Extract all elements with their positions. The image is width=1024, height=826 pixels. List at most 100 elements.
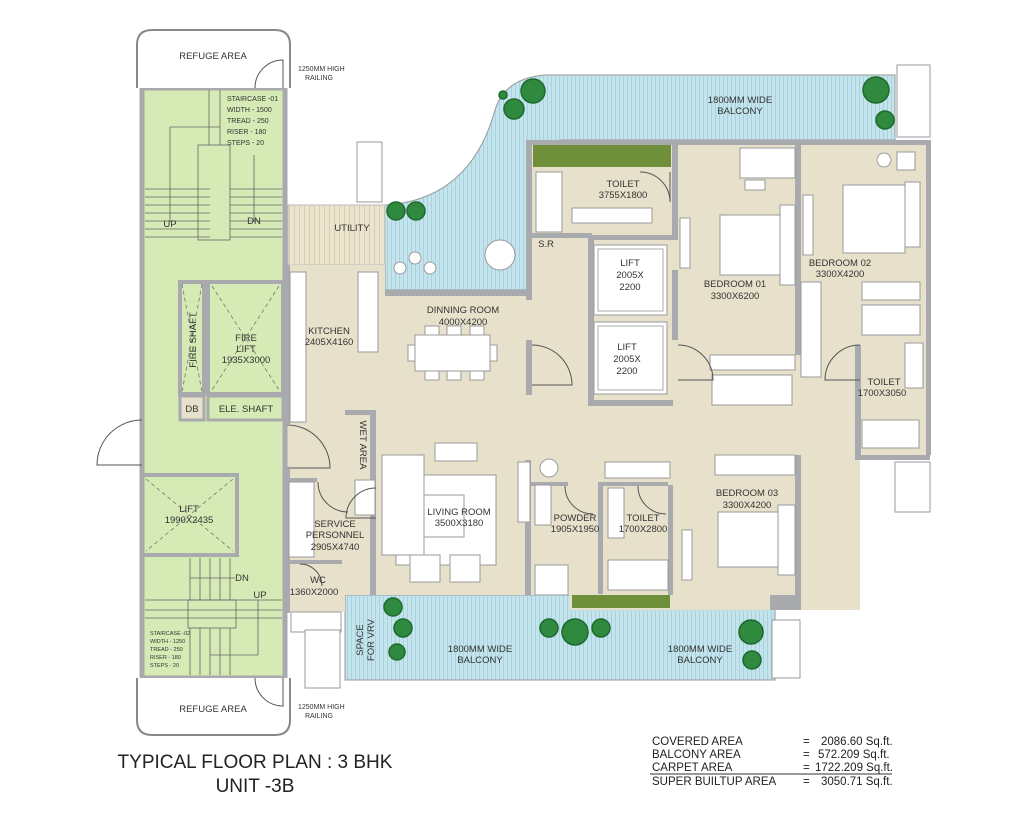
area-label-carpet: CARPET AREA: [652, 762, 733, 774]
lift-a-dim2: 2200: [619, 282, 640, 293]
staircase-01-treads: [145, 90, 282, 241]
bedroom-3-dim: 3300X4200: [723, 500, 772, 511]
area-eq: =: [803, 762, 810, 774]
staircase-02-treads: [145, 558, 282, 675]
bedroom-2-dim: 3300X4200: [816, 269, 865, 280]
service-label-2: PERSONNEL: [306, 530, 365, 541]
fire-lift: [206, 280, 285, 396]
railing-top-1: 1250MM HIGH: [298, 66, 345, 73]
lift-core-label-2: 1990X2435: [165, 515, 214, 526]
toilet-1-label: TOILET: [606, 179, 639, 190]
toilet-2-label: TOILET: [867, 377, 900, 388]
balcony-br-label-1: 1800MM WIDE: [668, 644, 732, 655]
svg-text:WIDTH - 1250: WIDTH - 1250: [150, 639, 185, 645]
toilet-2-dim: 1700X3050: [858, 388, 907, 399]
refuge-door-bottom[interactable]: [254, 677, 284, 707]
plan-title: TYPICAL FLOOR PLAN : 3 BHK: [118, 752, 393, 773]
svg-text:STEPS - 20: STEPS - 20: [227, 140, 264, 147]
living-label: LIVING ROOM: [427, 507, 490, 518]
area-table: COVERED AREA = 2086.60 Sq.ft. BALCONY AR…: [650, 736, 893, 788]
svg-text:TREAD - 250: TREAD - 250: [150, 647, 183, 653]
main-entry-door[interactable]: [286, 424, 331, 469]
area-value-carpet: 1722.209 Sq.ft.: [815, 762, 893, 774]
area-value-balcony: 572.209 Sq.ft.: [818, 749, 890, 761]
refuge-area-top: [136, 29, 291, 88]
refuge-area-top-label: REFUGE AREA: [179, 51, 247, 62]
svg-text:WIDTH - 1500: WIDTH - 1500: [227, 107, 272, 114]
area-eq: =: [803, 736, 810, 748]
utility-label: UTILITY: [334, 223, 370, 234]
plants: [383, 76, 895, 670]
kitchen-label: KITCHEN: [308, 326, 350, 337]
area-label-super: SUPER BUILTUP AREA: [652, 776, 777, 788]
stair-dn-label-2: DN: [235, 573, 249, 584]
toilet-3-label: TOILET: [626, 513, 659, 524]
balcony-bl-label-1: 1800MM WIDE: [448, 644, 512, 655]
utility-floor: [287, 204, 386, 266]
ele-shaft: [206, 394, 285, 422]
stair-dn-label: DN: [247, 216, 261, 227]
balcony-top-label-1: 1800MM WIDE: [708, 95, 772, 106]
planter-bottom: [572, 595, 670, 608]
living-dim: 3500X3180: [435, 518, 484, 529]
svg-text:TREAD - 250: TREAD - 250: [227, 118, 269, 125]
ele-shaft-label: ELE. SHAFT: [219, 404, 274, 415]
db-shaft: [178, 394, 206, 422]
wc-dim: 1360X2000: [290, 587, 339, 598]
dining-dim: 4000X4200: [439, 317, 488, 328]
bedroom-1-dim: 3300X6200: [711, 291, 760, 302]
railing-bottom-1: 1250MM HIGH: [298, 704, 345, 711]
staircase-02-specs: STAIRCASE -02 WIDTH - 1250 TREAD - 250 R…: [150, 631, 190, 669]
svg-text:RISER - 180: RISER - 180: [150, 655, 181, 661]
fire-shaft: [178, 280, 206, 396]
lift-a-dim1: 2005X: [616, 270, 644, 281]
railing-bottom-2: RAILING: [305, 713, 333, 720]
plan-subtitle: UNIT -3B: [216, 776, 295, 797]
area-value-covered: 2086.60 Sq.ft.: [821, 736, 893, 748]
railing-top-2: RAILING: [305, 75, 333, 82]
fire-lift-label-2: LIFT: [236, 344, 256, 355]
lift-core: [140, 473, 239, 557]
area-eq: =: [803, 749, 810, 761]
wc-label: WC: [310, 575, 326, 586]
lift-b-label: LIFT: [617, 342, 637, 353]
bedroom-1-label: BEDROOM 01: [704, 279, 766, 290]
planter-top: [533, 145, 671, 167]
balcony-br-label-2: BALCONY: [677, 655, 723, 666]
main-entry-door-left[interactable]: [96, 419, 143, 466]
db-label: DB: [185, 404, 198, 415]
wet-area-label: WET AREA: [357, 421, 368, 471]
lift-b-dim2: 2200: [616, 366, 637, 377]
powder-label: POWDER: [554, 513, 597, 524]
lift-a-label: LIFT: [620, 258, 640, 269]
dining-label: DINNING ROOM: [427, 305, 499, 316]
sr-label: S.R: [538, 239, 554, 250]
fire-lift-label-1: FIRE: [235, 333, 257, 344]
stair-up-label-2: UP: [253, 590, 266, 601]
toilet-3-dim: 1700X2800: [619, 524, 668, 535]
vrv-label-2: FOR VRV: [366, 618, 377, 661]
service-dim: 2905X4740: [311, 542, 360, 553]
lift-b-dim1: 2005X: [613, 354, 641, 365]
doors[interactable]: [299, 171, 861, 587]
balcony-bl-label-2: BALCONY: [457, 655, 503, 666]
toilet-1-dim: 3755X1800: [599, 190, 648, 201]
svg-text:STAIRCASE -02: STAIRCASE -02: [150, 631, 190, 637]
lift-core-label-1: LIFT: [179, 504, 199, 515]
furniture: [288, 64, 931, 689]
area-label-covered: COVERED AREA: [652, 736, 743, 748]
bedroom-3-label: BEDROOM 03: [716, 488, 778, 499]
balcony-top-label-2: BALCONY: [717, 106, 763, 117]
vrv-label-1: SPACE: [355, 624, 366, 656]
stair-up-label: UP: [163, 219, 176, 230]
svg-text:RISER - 180: RISER - 180: [227, 129, 266, 136]
refuge-door-top[interactable]: [254, 59, 284, 89]
bedroom-2-label: BEDROOM 02: [809, 258, 871, 269]
service-label-1: SERVICE: [314, 519, 356, 530]
svg-text:STEPS - 20: STEPS - 20: [150, 663, 179, 669]
kitchen-dim: 2405X4160: [305, 337, 354, 348]
area-label-balcony: BALCONY AREA: [652, 749, 741, 761]
fire-shaft-label: FIRE SHAFT: [188, 312, 199, 368]
refuge-area-bottom-label: REFUGE AREA: [179, 704, 247, 715]
